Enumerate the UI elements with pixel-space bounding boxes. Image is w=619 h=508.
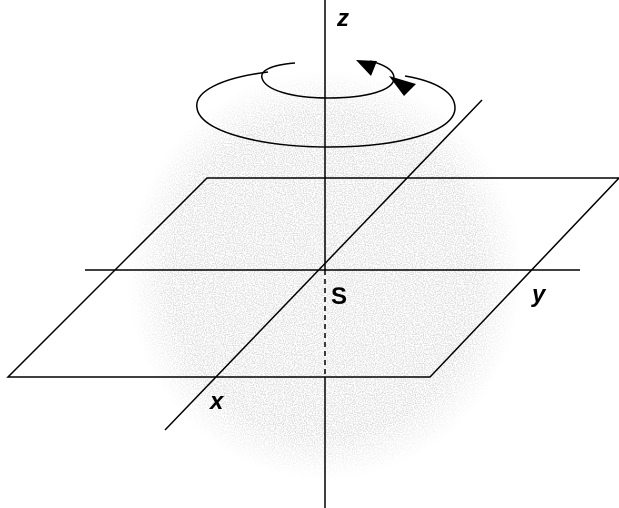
arrowhead-lower (389, 76, 416, 96)
origin-label: S (331, 283, 347, 310)
z-axis-label: z (336, 5, 349, 32)
counterclockwise-rotation-icon (196, 60, 456, 148)
outer-rotation-arc (196, 71, 456, 148)
arrowhead-upper (356, 60, 377, 76)
y-axis-label: y (531, 281, 547, 308)
x-axis-line (164, 99, 483, 431)
inner-rotation-arc (261, 60, 395, 99)
xy-plane (6, 177, 619, 378)
x-axis-label: x (208, 388, 225, 415)
